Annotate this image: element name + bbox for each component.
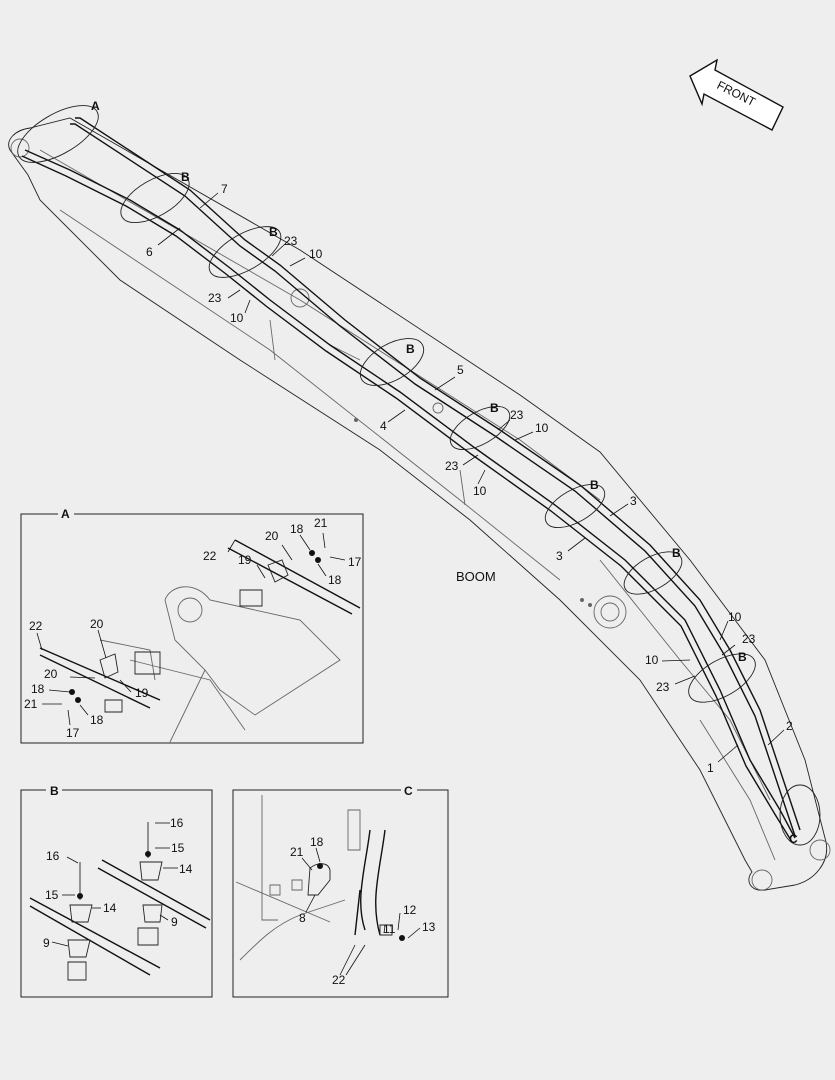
callout-10: 10	[728, 610, 742, 624]
detail-c-callout-11: 11	[383, 922, 396, 936]
detail-a-callout-19: 19	[238, 553, 252, 567]
detail-marker-b: B	[181, 170, 190, 184]
callout-5: 5	[457, 363, 464, 377]
callout-23: 23	[656, 680, 670, 694]
detail-markers: A B B B B B B B C	[91, 99, 798, 846]
detail-a-callout-22: 22	[29, 619, 43, 633]
detail-a-callout-20: 20	[265, 529, 279, 543]
callout-1: 1	[707, 761, 714, 775]
detail-c-title: C	[404, 784, 413, 798]
boom-pipes	[21, 117, 801, 843]
detail-a-callout-17: 17	[66, 726, 80, 740]
detail-a-callout-18: 18	[328, 573, 342, 587]
main-leaders	[157, 192, 785, 763]
callout-2: 2	[786, 719, 793, 733]
callout-3: 3	[556, 549, 563, 563]
detail-marker-b: B	[269, 225, 278, 239]
detail-a-title: A	[61, 507, 70, 521]
detail-marker-b: B	[672, 546, 681, 560]
detail-c-callout-21: 21	[290, 845, 304, 859]
detail-b-callout-9: 9	[171, 915, 178, 929]
detail-marker-b: B	[406, 342, 415, 356]
detail-a-callout-17: 17	[348, 555, 362, 569]
detail-a-panel: A 22 20 18 21 17	[20, 507, 364, 744]
main-callouts: 1 2 3 3 4 5 6 7 10 10 10 10 10 10 23 23 …	[146, 182, 793, 775]
front-arrow: FRONT	[689, 58, 784, 131]
detail-marker-b: B	[590, 478, 599, 492]
detail-b-callout-14: 14	[103, 901, 117, 915]
detail-a-callout-20: 20	[44, 667, 58, 681]
detail-marker-a: A	[91, 99, 100, 113]
detail-c-callout-8: 8	[299, 911, 306, 925]
detail-b-panel: B 16 15 14 16 15 14 9 9	[20, 783, 213, 998]
callout-3: 3	[630, 494, 637, 508]
detail-b-callout-9: 9	[43, 936, 50, 950]
callout-7: 7	[221, 182, 228, 196]
callout-10: 10	[645, 653, 659, 667]
detail-b-title: B	[50, 784, 59, 798]
callout-23: 23	[510, 408, 524, 422]
detail-marker-b: B	[738, 650, 747, 664]
detail-a-callout-18: 18	[90, 713, 104, 727]
detail-b-callout-15: 15	[171, 841, 185, 855]
detail-c-callout-12: 12	[403, 903, 417, 917]
boom-label: BOOM	[456, 569, 496, 584]
detail-c-callout-22: 22	[332, 973, 346, 987]
detail-b-callout-14: 14	[179, 862, 193, 876]
callout-23: 23	[284, 234, 298, 248]
callout-6: 6	[146, 245, 153, 259]
detail-a-callout-18: 18	[290, 522, 304, 536]
detail-marker-b: B	[490, 401, 499, 415]
callout-23: 23	[208, 291, 222, 305]
callout-10: 10	[473, 484, 487, 498]
detail-a-callout-20: 20	[90, 617, 104, 631]
detail-ellipses	[17, 105, 821, 846]
detail-marker-c: C	[789, 832, 798, 846]
callout-23: 23	[445, 459, 459, 473]
callout-10: 10	[535, 421, 549, 435]
detail-c-callout-13: 13	[422, 920, 436, 934]
detail-b-callout-15: 15	[45, 888, 59, 902]
detail-a-callout-21: 21	[314, 516, 328, 530]
detail-c-callout-18: 18	[310, 835, 324, 849]
detail-a-callout-18: 18	[31, 682, 45, 696]
callout-23: 23	[742, 632, 756, 646]
detail-c-panel: C 18 21 8 11 12 13 22	[232, 783, 449, 998]
callout-10: 10	[230, 311, 244, 325]
detail-b-callout-16: 16	[46, 849, 60, 863]
callout-10: 10	[309, 247, 323, 261]
detail-b-callout-16: 16	[170, 816, 184, 830]
callout-4: 4	[380, 419, 387, 433]
detail-a-callout-19: 19	[135, 686, 149, 700]
detail-a-callout-21: 21	[24, 697, 38, 711]
detail-a-callout-22: 22	[203, 549, 217, 563]
